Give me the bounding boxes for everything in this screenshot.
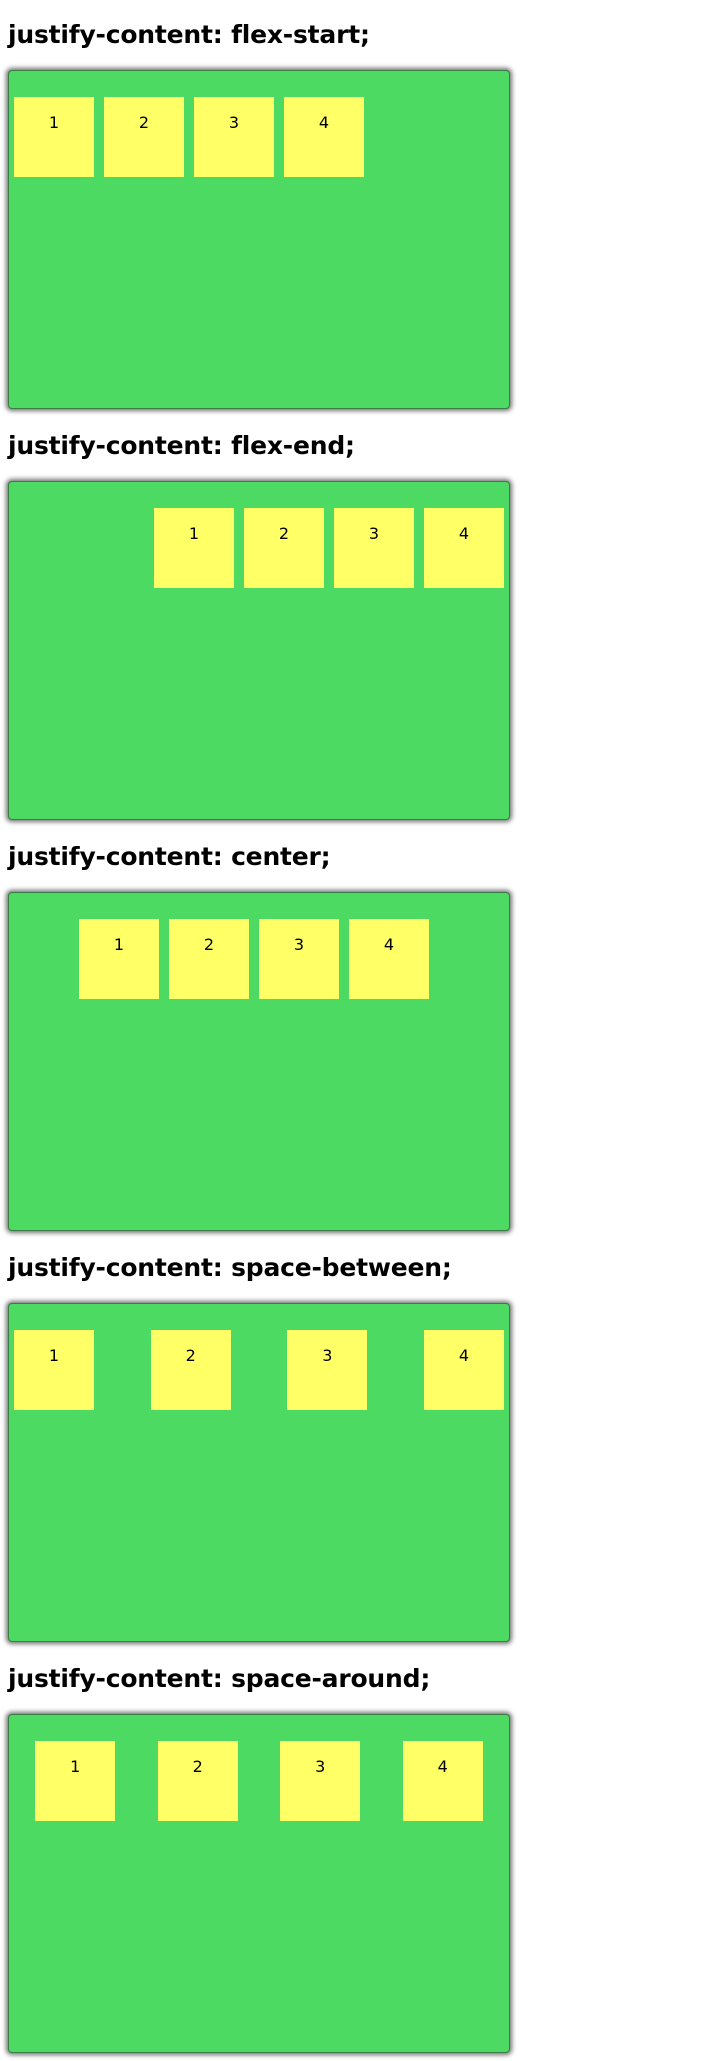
- flex-item: 1: [154, 508, 234, 588]
- flex-item: 2: [104, 97, 184, 177]
- flex-container: 1 2 3 4: [8, 1303, 510, 1642]
- flex-item: 1: [79, 919, 159, 999]
- flex-item: 2: [244, 508, 324, 588]
- section-space-between: justify-content: space-between; 1 2 3 4: [0, 1233, 725, 1644]
- flex-item: 2: [169, 919, 249, 999]
- flex-item: 3: [287, 1330, 368, 1410]
- flex-item: 2: [157, 1741, 238, 1821]
- flex-item: 1: [14, 1330, 94, 1410]
- flex-item: 3: [334, 508, 414, 588]
- flex-item: 4: [423, 1330, 504, 1410]
- flex-item: 3: [280, 1741, 361, 1821]
- section-heading: justify-content: flex-start;: [8, 20, 370, 49]
- section-flex-start: justify-content: flex-start; 1 2 3 4: [0, 0, 725, 411]
- flex-item: 3: [259, 919, 339, 999]
- flex-item: 4: [349, 919, 429, 999]
- flex-item: 4: [424, 508, 504, 588]
- section-center: justify-content: center; 1 2 3 4: [0, 822, 725, 1233]
- flex-container: 1 2 3 4: [8, 1714, 510, 2053]
- flex-item: 4: [402, 1741, 483, 1821]
- flex-container: 1 2 3 4: [8, 70, 510, 409]
- section-flex-end: justify-content: flex-end; 1 2 3 4: [0, 411, 725, 822]
- section-heading: justify-content: center;: [8, 842, 331, 871]
- flex-item: 4: [284, 97, 364, 177]
- section-space-around: justify-content: space-around; 1 2 3 4: [0, 1644, 725, 2055]
- flex-item: 3: [194, 97, 274, 177]
- section-heading: justify-content: space-between;: [8, 1253, 452, 1282]
- flex-container: 1 2 3 4: [8, 892, 510, 1231]
- flex-container: 1 2 3 4: [8, 481, 510, 820]
- section-heading: justify-content: flex-end;: [8, 431, 355, 460]
- flex-item: 1: [14, 97, 94, 177]
- flex-item: 2: [150, 1330, 231, 1410]
- section-heading: justify-content: space-around;: [8, 1664, 431, 1693]
- flex-item: 1: [35, 1741, 116, 1821]
